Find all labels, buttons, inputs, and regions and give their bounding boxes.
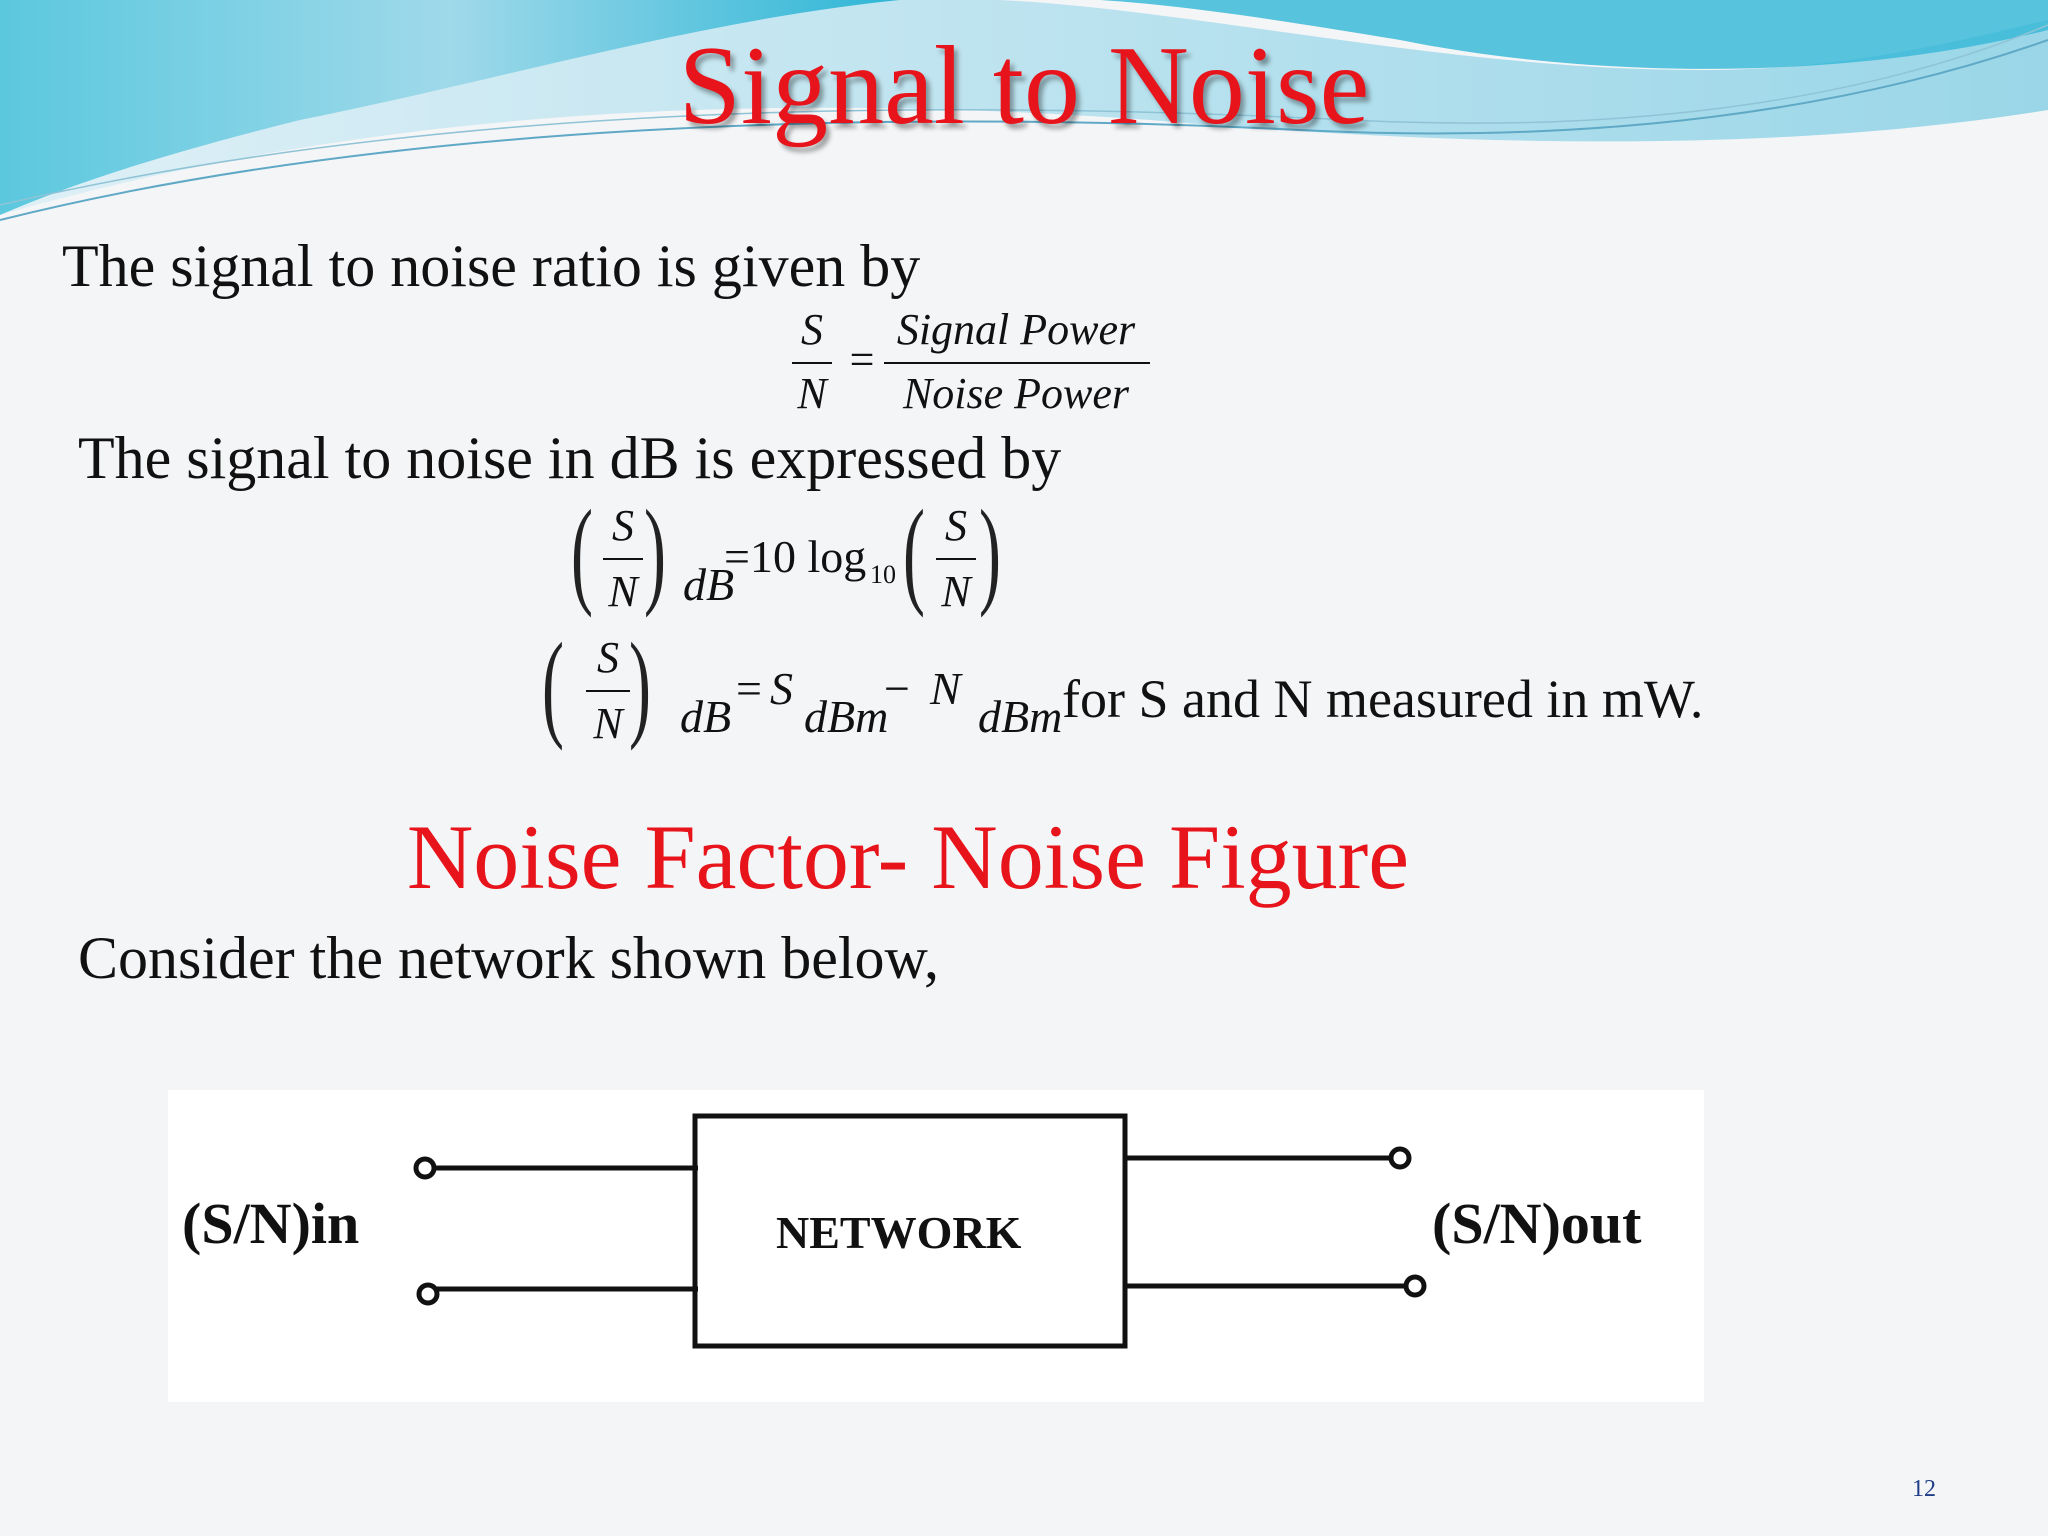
- eq2-rhs: =10 log: [724, 531, 867, 582]
- eq3-s-term: S: [770, 663, 793, 714]
- eq2-numerator: S: [612, 501, 634, 550]
- eq2-numerator-2: S: [945, 501, 967, 550]
- eq3-paren-open: (: [541, 618, 564, 751]
- eq1-lhs-denominator: N: [797, 369, 827, 418]
- eq1-rhs-fraction-line: [884, 362, 1150, 364]
- eq3-minus: −: [884, 663, 910, 714]
- eq3-n-term: N: [930, 663, 961, 714]
- eq3-note: for S and N measured in mW.: [1062, 669, 1704, 729]
- eq2-fraction-line: [603, 558, 643, 560]
- db-intro-text: The signal to noise in dB is expressed b…: [78, 425, 1062, 491]
- page-number: 12: [1912, 1476, 1936, 1502]
- eq3-numerator: S: [597, 633, 619, 682]
- eq3-s-subscript: dBm: [804, 691, 889, 742]
- slide-title: Signal to Noise: [678, 24, 1370, 148]
- eq2-denominator: N: [608, 567, 638, 616]
- eq2-left-paren-open: (: [570, 485, 593, 618]
- eq2-right-paren-close: ): [978, 485, 1001, 618]
- eq2-right-paren-open: (: [902, 485, 925, 618]
- eq2-log-base: 10: [870, 560, 896, 589]
- intro-text: The signal to noise ratio is given by: [62, 233, 921, 299]
- eq2-denominator-2: N: [941, 567, 971, 616]
- eq2-db-subscript: dB: [683, 559, 735, 610]
- eq2-fraction-line-2: [936, 558, 976, 560]
- eq1-rhs-numerator: Signal Power: [896, 305, 1136, 354]
- eq1-equals: =: [849, 335, 875, 384]
- output-snr-label: (S/N)out: [1432, 1191, 1642, 1256]
- network-intro-text: Consider the network shown below,: [78, 925, 939, 991]
- eq1-lhs-numerator: S: [801, 305, 823, 354]
- eq2-left-paren-close: ): [643, 485, 666, 618]
- eq1-lhs-fraction-line: [792, 362, 832, 364]
- network-diagram: (S/N)in NETWORK (S/N)out: [168, 1090, 1704, 1402]
- network-box: [692, 1113, 1128, 1349]
- network-label: NETWORK: [776, 1207, 1022, 1258]
- input-terminals: [413, 1156, 698, 1306]
- eq3-equals: =: [736, 663, 762, 714]
- section-subtitle: Noise Factor- Noise Figure: [406, 806, 1410, 908]
- eq3-n-subscript: dBm: [978, 691, 1063, 742]
- output-terminals: [1125, 1146, 1427, 1298]
- network-diagram-graphic: [413, 1113, 1427, 1349]
- eq3-db-subscript: dB: [680, 691, 732, 742]
- input-snr-label: (S/N)in: [182, 1191, 360, 1256]
- eq1-rhs-denominator: Noise Power: [902, 369, 1130, 418]
- eq3-denominator: N: [593, 699, 623, 748]
- eq3-paren-close: ): [628, 618, 651, 751]
- eq3-fraction-line: [586, 690, 630, 692]
